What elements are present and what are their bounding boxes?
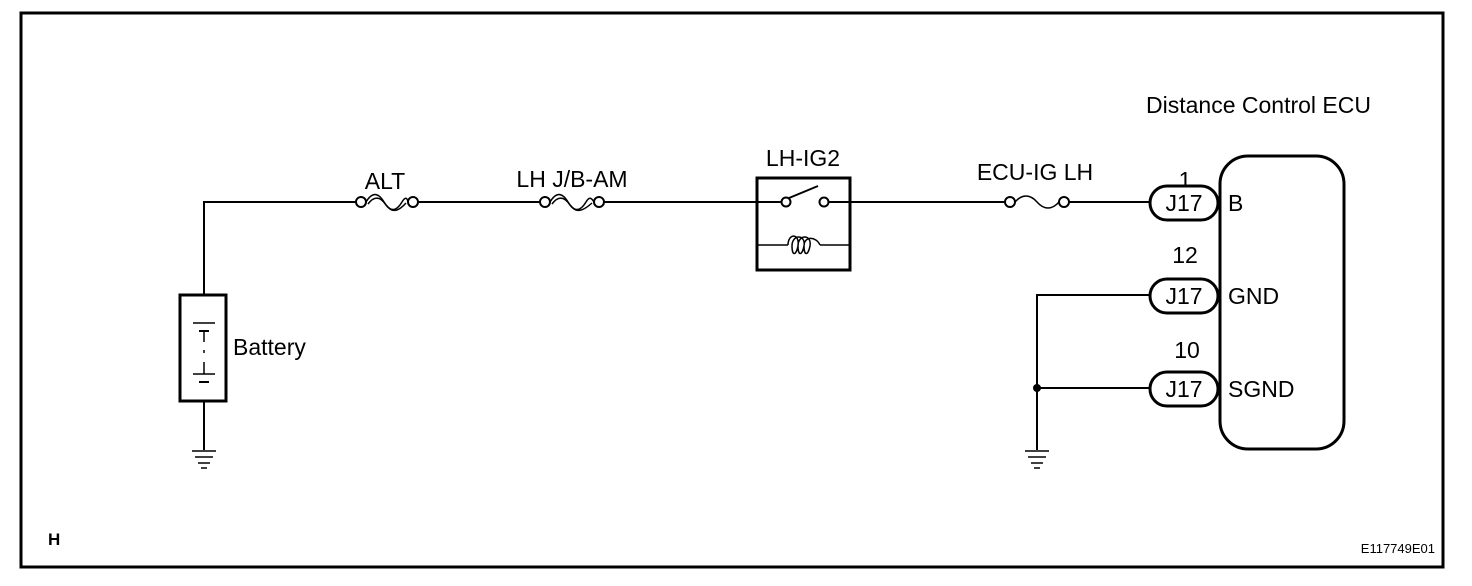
connector-j17-12 [1148,277,1220,315]
connector-j17-1 [1148,184,1220,222]
connector-j17-10 [1148,370,1220,408]
lhjb-fuse-icon [539,193,605,212]
ecuig-fuse-icon [1004,195,1070,209]
pin-number-10: 10 [1174,337,1200,363]
wire-gnd [1036,294,1150,450]
lhjb-fuse-label: LH J/B-AM [516,166,627,192]
connector-label-1: J17 [1165,190,1202,216]
ground-icon [192,450,216,469]
splice-point [1033,384,1041,392]
connector-label-10: J17 [1165,376,1202,402]
battery-icon [178,293,228,403]
relay-icon [755,176,852,272]
alt-fuse-icon [355,193,419,212]
footer-letter: H [48,530,60,549]
terminal-label-12: GND [1228,283,1279,309]
alt-fuse-label: ALT [365,168,405,194]
battery-label: Battery [233,334,306,360]
ecu-title: Distance Control ECU [1146,92,1371,118]
ecuig-fuse-label: ECU-IG LH [977,159,1093,185]
figure-code: E117749E01 [1361,541,1435,556]
wire-battery-up [203,201,358,295]
pin-number-12: 12 [1172,242,1198,268]
relay-label: LH-IG2 [766,145,840,171]
diagram-frame [19,11,1445,569]
connector-label-12: J17 [1165,283,1202,309]
terminal-label-1: B [1228,190,1243,216]
terminal-label-10: SGND [1228,376,1294,402]
ecu-box [1218,154,1346,451]
ground-icon-ecu [1025,450,1049,469]
